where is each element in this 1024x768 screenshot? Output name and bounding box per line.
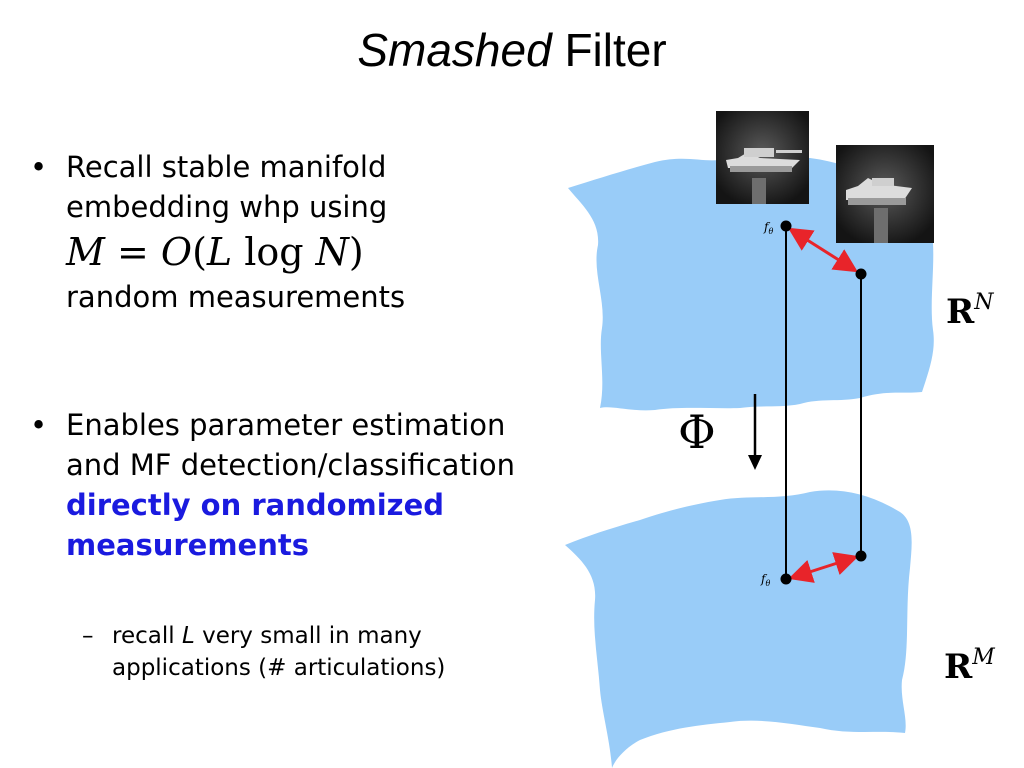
space-label-lower: RM <box>944 645 995 687</box>
bullet-1-line1: Recall stable manifold <box>66 150 387 184</box>
space-label-upper: RN <box>946 290 994 332</box>
formula-close: ) <box>348 230 364 274</box>
formula-l: L <box>206 230 233 274</box>
distance-arrow-upper <box>787 227 859 273</box>
bullet-1-line2: embedding whp using <box>66 190 388 224</box>
tank-image-2 <box>836 145 934 243</box>
formula-n: N <box>315 230 349 274</box>
title-italic: Smashed <box>357 24 552 76</box>
phi-symbol: Φ <box>678 405 716 459</box>
sub-var: L <box>181 623 195 649</box>
point-lower-2 <box>855 550 867 562</box>
bullet-1-line3: random measurements <box>66 280 406 314</box>
slide-title: Smashed Filter <box>0 22 1024 78</box>
point-upper-2 <box>855 268 867 280</box>
point-label-upper: fθ <box>763 220 773 236</box>
bullet-dot-1: • <box>30 150 48 184</box>
sub-bullet-dash: – <box>82 623 94 649</box>
formula-eq: = <box>104 230 161 274</box>
lower-manifold <box>565 490 912 768</box>
phi-arrow-head <box>748 455 762 470</box>
formula-m: M <box>66 230 105 274</box>
sub-post: very small in many applications (# artic… <box>112 623 446 681</box>
title-rest: Filter <box>551 24 667 76</box>
bullet-dot-2: • <box>30 408 48 442</box>
bullet-1-text: Recall stable manifold embedding whp usi… <box>66 147 526 317</box>
sub-bullet-text: recall L very small in many applications… <box>112 620 532 684</box>
sub-pre: recall <box>112 623 182 649</box>
formula-log: log <box>232 230 316 274</box>
bullet-2-highlight: directly on randomized measurements <box>66 488 444 562</box>
tank-image-1 <box>716 111 809 204</box>
formula-open: ( <box>192 230 207 274</box>
formula-o: O <box>160 230 193 274</box>
point-lower-1 <box>780 573 792 585</box>
formula: M = O(L log N) <box>66 227 526 277</box>
bullet-2-text: Enables parameter estimation and MF dete… <box>66 405 526 565</box>
point-label-lower: fθ <box>760 572 770 588</box>
bullet-2-body: Enables parameter estimation and MF dete… <box>66 408 516 482</box>
distance-arrow-lower <box>788 552 859 583</box>
point-upper-1 <box>780 220 792 232</box>
